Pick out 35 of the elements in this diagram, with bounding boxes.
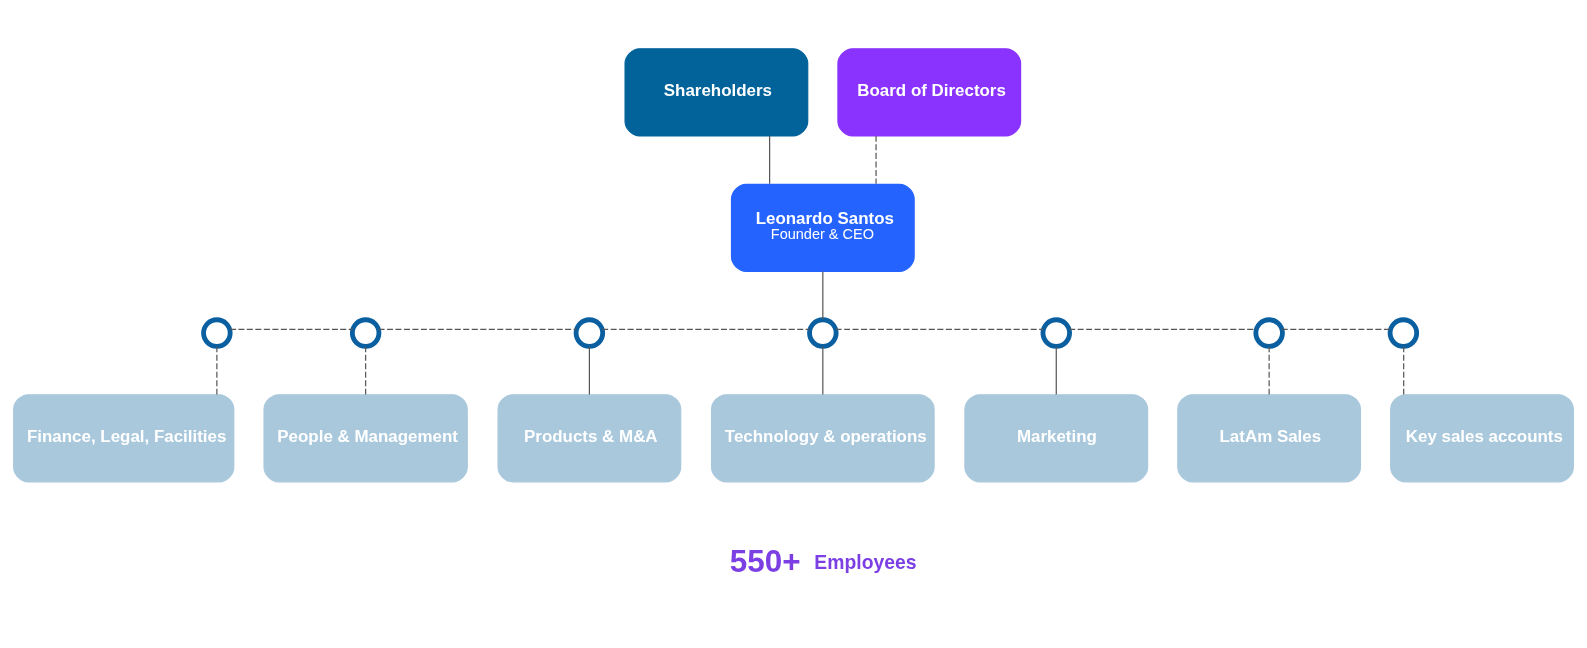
connector (822, 270, 824, 320)
connector (601, 328, 811, 331)
connector (1055, 345, 1057, 396)
node-box: Leonardo Santos Founder & CEO (730, 183, 915, 272)
connector (378, 328, 577, 331)
connector (822, 345, 824, 396)
node-box: People & Management (263, 394, 468, 483)
connector (1403, 345, 1405, 396)
label: 550+ (729, 543, 801, 579)
connector (216, 345, 218, 396)
node-circle (807, 317, 839, 349)
node-circle (1387, 317, 1420, 349)
connector (229, 328, 354, 331)
node-box: Technology & operations (710, 394, 935, 483)
connector (769, 135, 771, 185)
node-circle (573, 317, 606, 349)
connector (1268, 345, 1270, 396)
node-circle (201, 317, 233, 349)
connector (1068, 328, 1257, 331)
node-box: Products & M&A (497, 394, 682, 483)
connector (1281, 328, 1391, 331)
node-box: Marketing (964, 394, 1149, 483)
node-box: Key sales accounts (1390, 394, 1574, 483)
node-box: Board of Directors (837, 48, 1022, 137)
label: Employees (814, 550, 917, 573)
node-box: Shareholders (624, 48, 809, 137)
node-box: LatAm Sales (1177, 394, 1362, 483)
connector (365, 345, 367, 396)
connector (875, 135, 877, 185)
node-circle (349, 317, 382, 349)
node-box: Finance, Legal, Facilities (13, 394, 235, 483)
node-circle (1253, 317, 1285, 349)
node-circle (1040, 317, 1072, 349)
connector (835, 328, 1044, 331)
connector (588, 345, 590, 396)
